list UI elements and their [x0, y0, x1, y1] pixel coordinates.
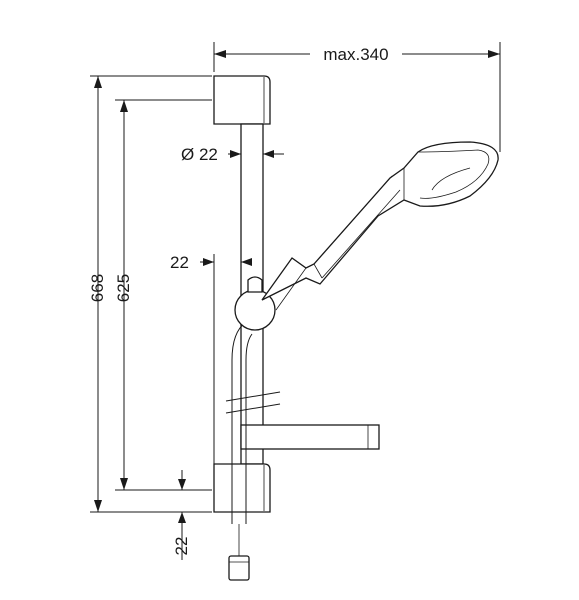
dimension-overall-height: 668	[88, 75, 212, 513]
shower-rail-assembly	[213, 75, 499, 581]
dimension-bottom-offset: 22	[172, 470, 191, 560]
dimension-width-max: max.340	[213, 42, 501, 152]
rail-break-mark	[225, 391, 281, 402]
dimension-label-bottom-22: 22	[172, 537, 191, 556]
dimension-label-max-340: max.340	[323, 45, 388, 64]
dimension-label-offset-22: 22	[170, 253, 189, 272]
dimension-label-diameter-22: Ø 22	[181, 145, 218, 164]
hose-end	[228, 555, 250, 581]
dimension-label-625: 625	[114, 274, 133, 302]
dimension-wall-offset: 22	[170, 253, 252, 512]
dimension-rail-height: 625	[114, 99, 212, 491]
dimension-rail-diameter: Ø 22	[181, 145, 284, 164]
top-wall-bracket	[213, 75, 271, 125]
bottom-wall-bracket	[213, 463, 271, 513]
dimension-label-668: 668	[88, 274, 107, 302]
hand-shower	[261, 141, 499, 311]
soap-dish	[240, 424, 380, 450]
